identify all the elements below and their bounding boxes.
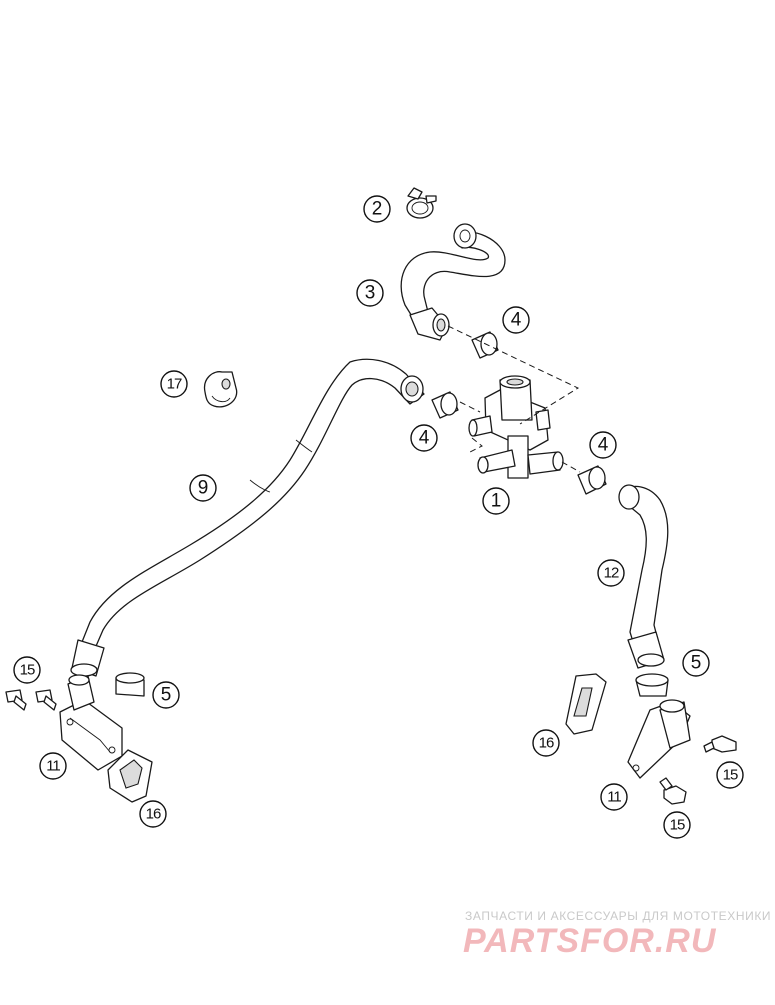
callout-15-right-upper: 15: [716, 761, 744, 789]
callout-12: 12: [597, 559, 625, 587]
callout-5-right: 5: [682, 649, 710, 677]
svg-text:11: 11: [46, 758, 60, 775]
svg-text:4: 4: [598, 435, 609, 456]
watermark-logo: PARTSFOR.RU: [463, 922, 717, 960]
bolt-part-15-a: [5, 689, 27, 711]
callout-4-right: 4: [589, 431, 617, 459]
svg-text:3: 3: [365, 283, 376, 304]
callout-15-left: 15: [13, 656, 41, 684]
svg-text:11: 11: [607, 789, 621, 806]
callout-5-left: 5: [152, 681, 180, 709]
clamp-part-4-middle: [431, 391, 459, 419]
callout-11-right: 11: [600, 783, 628, 811]
gasket-part-16-right: [565, 673, 607, 735]
clamp-part-5-left: [115, 672, 145, 697]
reed-valve-cover-part-11-right: [627, 699, 691, 779]
air-valve-part-1: [468, 375, 564, 479]
svg-text:16: 16: [539, 735, 554, 752]
callout-1: 1: [482, 487, 510, 515]
long-hose-part-9: [70, 358, 425, 677]
svg-text:15: 15: [20, 662, 35, 679]
right-hose-part-12: [618, 484, 669, 669]
callout-2: 2: [363, 195, 391, 223]
bolt-part-15-c: [703, 735, 737, 753]
svg-text:15: 15: [670, 817, 685, 834]
gasket-part-16-left: [107, 749, 153, 803]
callout-16-left: 16: [139, 800, 167, 828]
hose-clamp-part-2: [406, 187, 437, 219]
svg-text:2: 2: [372, 199, 383, 220]
hose-clip-part-17: [203, 371, 238, 408]
callout-4-middle: 4: [410, 424, 438, 452]
callout-3: 3: [356, 279, 384, 307]
callout-11-left: 11: [39, 752, 67, 780]
upper-hose-part-3: [400, 223, 506, 341]
svg-text:16: 16: [146, 806, 161, 823]
callout-9: 9: [189, 474, 217, 502]
callout-15-right-lower: 15: [663, 811, 691, 839]
clamp-part-4-upper: [471, 331, 499, 359]
bolt-part-15-b: [35, 689, 57, 711]
callout-4-upper: 4: [502, 306, 530, 334]
svg-text:4: 4: [419, 428, 430, 449]
svg-text:5: 5: [161, 685, 172, 706]
svg-text:9: 9: [198, 478, 209, 499]
bolt-part-15-d: [659, 777, 687, 805]
svg-text:1: 1: [491, 491, 502, 512]
clamp-part-5-right: [635, 673, 669, 697]
svg-text:12: 12: [604, 565, 619, 582]
callout-17: 17: [160, 370, 188, 398]
svg-text:5: 5: [691, 653, 702, 674]
reed-valve-cover-part-11-left: [59, 674, 123, 771]
clamp-part-4-right: [577, 465, 607, 495]
callout-16-right: 16: [532, 729, 560, 757]
alignment-lines: [447, 325, 581, 473]
watermark-tagline: ЗАПЧАСТИ И АКСЕССУАРЫ ДЛЯ МОТОТЕХНИКИ: [465, 909, 772, 923]
svg-text:4: 4: [511, 310, 522, 331]
svg-text:17: 17: [167, 376, 182, 393]
svg-text:15: 15: [723, 767, 738, 784]
